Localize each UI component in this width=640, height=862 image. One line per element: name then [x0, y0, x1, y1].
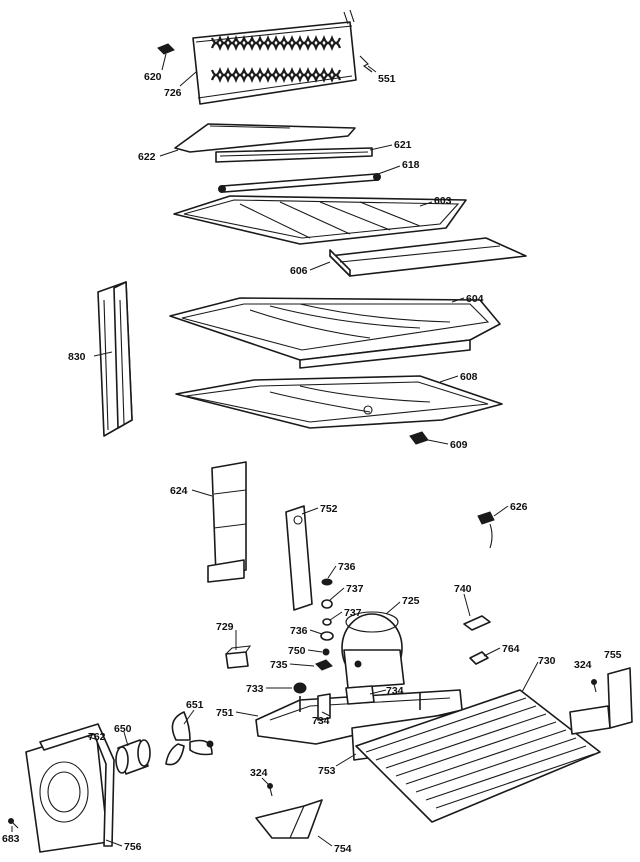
screw-683 [8, 818, 19, 829]
gasket-762 [39, 723, 115, 847]
shelf-603 [173, 195, 467, 245]
duct-624 [207, 461, 247, 583]
callout-603: 603 [434, 195, 452, 207]
shelf-front-606 [329, 237, 527, 277]
leader-lines [11, 53, 539, 847]
screw-324-left [267, 783, 273, 797]
callout-551: 551 [378, 73, 396, 85]
callout-651: 651 [186, 699, 204, 711]
overload-740 [463, 615, 491, 631]
callout-609: 609 [450, 439, 468, 451]
bracket-734-a [317, 693, 331, 721]
callout-730: 730 [538, 655, 556, 667]
callout-725: 725 [402, 595, 420, 607]
callout-621: 621 [394, 139, 412, 151]
grommet-736-bottom [320, 631, 334, 641]
callout-729: 729 [216, 621, 234, 633]
callout-650: 650 [114, 723, 132, 735]
callout-740: 740 [454, 583, 472, 595]
callout-764: 764 [502, 643, 520, 655]
compressor-725 [341, 611, 405, 689]
callout-751: 751 [216, 707, 234, 719]
washer-750 [322, 648, 330, 656]
grommet-736-top [321, 578, 333, 586]
callout-755: 755 [604, 649, 622, 661]
rod-618 [218, 173, 381, 193]
bracket-734-b [345, 685, 375, 705]
sleeve-737-bottom [322, 618, 332, 626]
evaporator-coil-726 [192, 9, 357, 105]
rail-621 [215, 147, 373, 163]
wire-551 [359, 55, 373, 73]
callout-324-right: 324 [574, 659, 592, 671]
callout-737-bottom: 737 [344, 607, 362, 619]
duct-754 [255, 799, 323, 839]
clip-764 [469, 651, 489, 665]
callout-620: 620 [144, 71, 162, 83]
tray-608 [175, 375, 503, 429]
callout-608: 608 [460, 371, 478, 383]
callout-604: 604 [466, 293, 484, 305]
relay-729 [225, 645, 252, 669]
fan-shroud-756 [25, 729, 109, 853]
callout-606: 606 [290, 265, 308, 277]
callout-618: 618 [402, 159, 420, 171]
grommet-733 [293, 682, 307, 694]
clip-735 [315, 659, 333, 671]
fan-motor-650 [115, 739, 151, 775]
pan-604 [169, 297, 501, 369]
callout-734-a: 734 [312, 715, 330, 727]
callout-labels: 620 726 551 622 621 618 603 606 604 830 … [2, 71, 622, 855]
callout-624: 624 [170, 485, 188, 497]
callout-762: 762 [88, 731, 106, 743]
sleeve-737-top [321, 599, 333, 609]
callout-754: 754 [334, 843, 352, 855]
screw-324-right [591, 679, 597, 693]
callout-830: 830 [68, 351, 86, 363]
callout-622: 622 [138, 151, 156, 163]
callout-737-top: 737 [346, 583, 364, 595]
side-liner-830 [97, 281, 133, 437]
bracket-755 [569, 667, 633, 735]
callout-753: 753 [318, 765, 336, 777]
clip-609 [409, 431, 429, 445]
callout-750: 750 [288, 645, 306, 657]
callout-752: 752 [320, 503, 338, 515]
callout-735: 735 [270, 659, 288, 671]
callout-756: 756 [124, 841, 142, 853]
callout-734-b: 734 [386, 685, 404, 697]
callout-736-bottom: 736 [290, 625, 308, 637]
callout-736-top: 736 [338, 561, 356, 573]
condenser-730 [355, 689, 601, 823]
bracket-752 [285, 505, 313, 611]
callout-324-left: 324 [250, 767, 268, 779]
callout-626: 626 [510, 501, 528, 513]
thermostat-626 [477, 511, 495, 549]
callout-733: 733 [246, 683, 264, 695]
clip-620 [157, 43, 175, 55]
drip-trough-622 [174, 123, 356, 153]
callout-726: 726 [164, 87, 182, 99]
callout-683: 683 [2, 833, 20, 845]
fan-blade-651 [165, 711, 214, 766]
